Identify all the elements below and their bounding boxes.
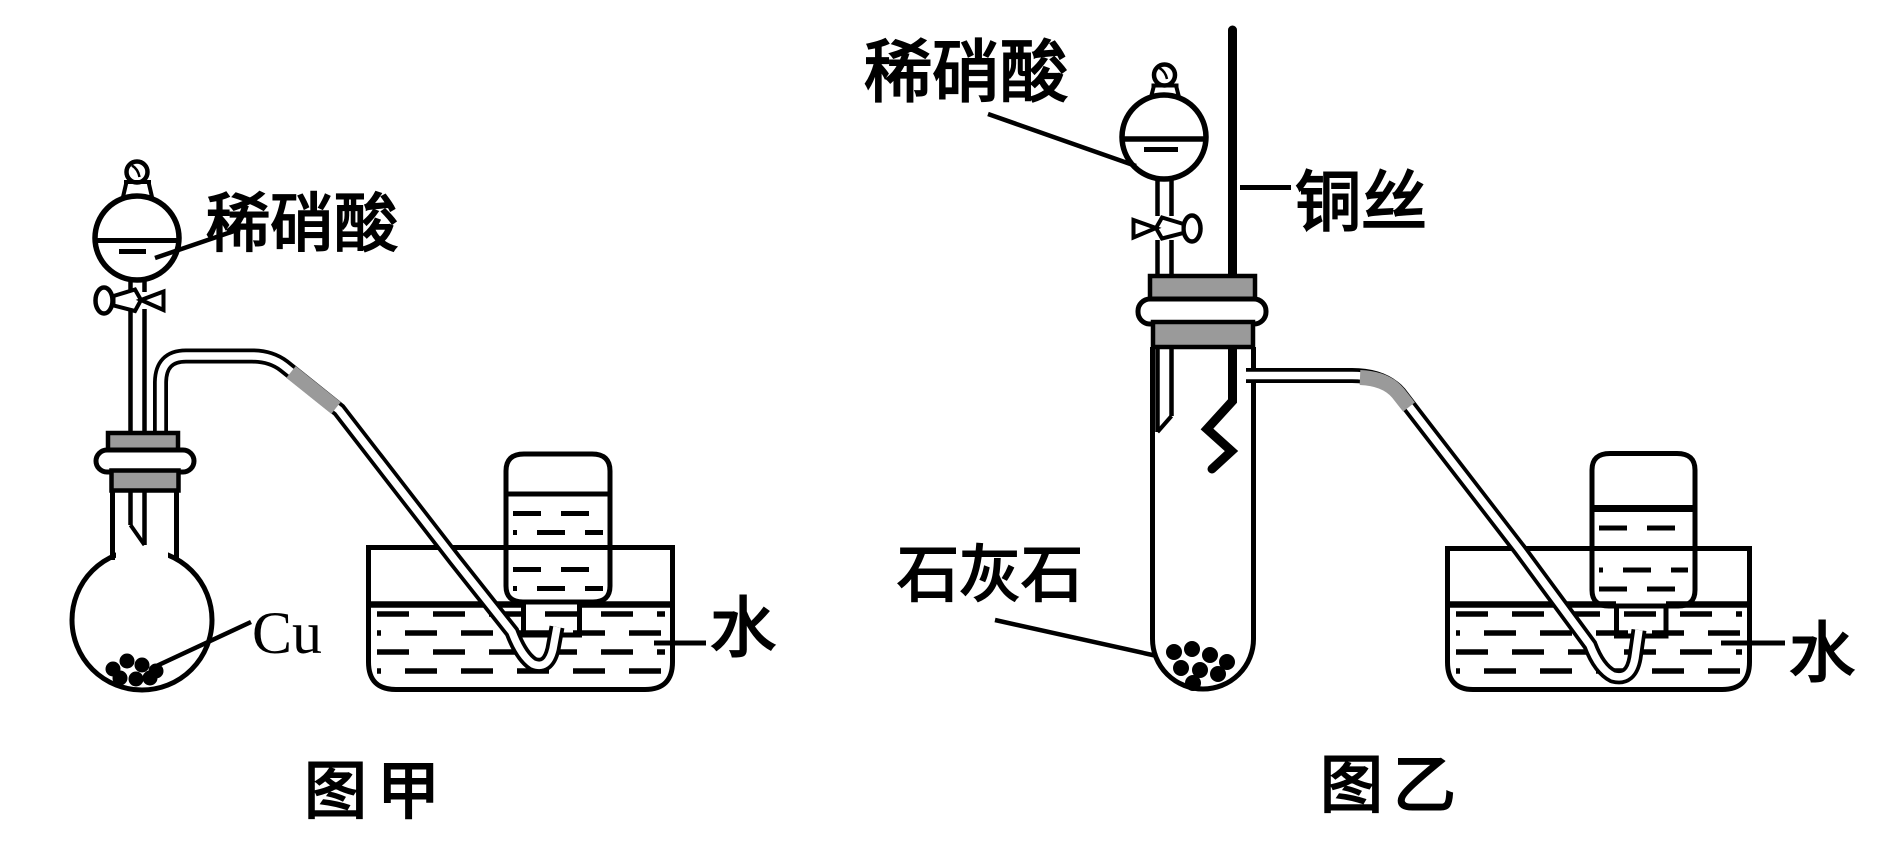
funnel-stem-upper-right xyxy=(1155,240,1174,276)
stopcock-point-right xyxy=(1131,217,1162,241)
funnel-stopper-highlight-right xyxy=(1158,66,1169,80)
funnel-stopper-highlight xyxy=(131,164,141,178)
limestone-label: 石灰石 xyxy=(897,541,1083,610)
stopcock-knob-icon xyxy=(93,285,115,316)
funnel-lower-neck-right xyxy=(1155,178,1174,216)
funnel-stem-tip xyxy=(128,523,147,547)
bottle-water-dashes-right xyxy=(1599,525,1688,592)
water-label-right: 水 xyxy=(1789,618,1856,691)
stopcock-point xyxy=(135,288,166,314)
dropping-funnel-right xyxy=(1119,62,1209,434)
delivery-tube-left xyxy=(153,348,565,673)
water-trough-right xyxy=(1445,451,1752,692)
copper-wire xyxy=(1200,25,1239,474)
copper-pieces xyxy=(105,653,164,687)
test-tube xyxy=(1150,347,1256,692)
delivery-tube-bore-right xyxy=(1246,371,1643,681)
water-label-left: 水 xyxy=(710,593,777,666)
funnel-collar xyxy=(121,180,154,198)
acid-leader-line-right xyxy=(987,111,1137,169)
caption-yi: 图乙 xyxy=(1320,751,1466,821)
flask-neck-join-mask xyxy=(116,546,168,562)
rubber-stopper-left xyxy=(93,430,197,493)
round-bottom-flask xyxy=(69,491,215,693)
dropping-funnel-left xyxy=(92,159,182,547)
rubber-tubing-sleeve-right xyxy=(1359,370,1415,412)
acid-label-right: 稀硝酸 xyxy=(864,35,1069,111)
funnel-stem xyxy=(128,309,147,545)
funnel-stem-tip-right xyxy=(1155,414,1174,434)
trough-outline-left xyxy=(366,545,675,692)
bottle-water-dashes-left xyxy=(513,511,603,591)
stopcock-body-right xyxy=(1153,215,1186,241)
acid-leader-line-left xyxy=(154,226,241,261)
stopcock-body xyxy=(111,287,144,314)
delivery-tube-bore-left xyxy=(156,352,561,670)
copper-wire-label: 铜丝 xyxy=(1295,167,1427,240)
stopcock-knob-icon-right xyxy=(1181,213,1203,244)
rubber-stopper-right xyxy=(1135,273,1269,350)
gas-bottle-left xyxy=(503,451,613,605)
stopper-band-bottom-right xyxy=(1150,319,1256,350)
acid-label-left: 稀硝酸 xyxy=(206,189,399,260)
limestone-leader-line xyxy=(994,617,1158,659)
cu-leader-line xyxy=(149,619,252,672)
rubber-tubing-sleeve-left xyxy=(286,366,341,414)
funnel-stem-lower-right xyxy=(1155,347,1174,432)
delivery-tube-right xyxy=(1246,368,1647,685)
caption-jia: 图甲 xyxy=(304,757,450,827)
stopper-band-bottom-left xyxy=(109,468,181,493)
apparatus-yi: 稀硝酸 铜丝 石灰石 水 图乙 xyxy=(864,25,1856,821)
cu-label: Cu xyxy=(252,600,322,666)
apparatus-jia: 稀硝酸 Cu 水 图甲 xyxy=(69,159,777,827)
trough-outline-right xyxy=(1445,546,1752,692)
flask-neck xyxy=(110,491,179,560)
limestone-pieces xyxy=(1166,641,1235,691)
